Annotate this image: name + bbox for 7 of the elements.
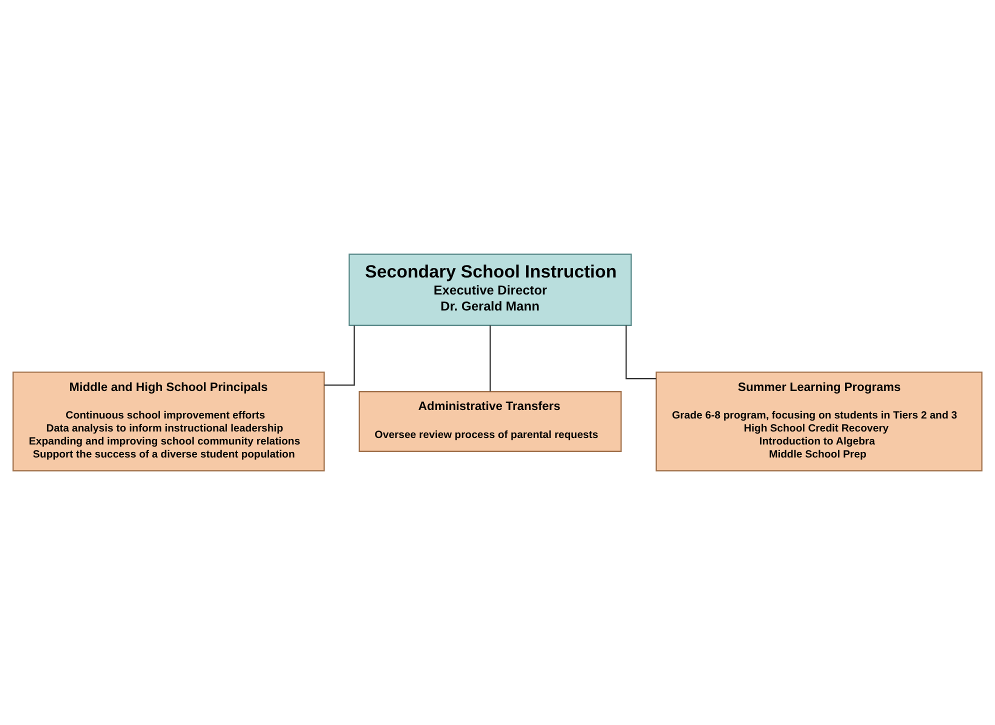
node-box: Summer Learning Programs Grade 6-8 program, focusing on students in Tiers 2 and 3 High School Credit Recovery Introduction to Algebra Middle School Prep: [656, 372, 982, 472]
node-box: Middle and High School Principals Continuous school improvement efforts Data analysis to inform instructional leadership Expanding and improving school community relations Support the success of a diverse student population: [12, 372, 325, 472]
connector: [490, 325, 491, 392]
connector: [626, 325, 656, 380]
node-box: Secondary School Instruction Executive Director Dr. Gerald Mann: [348, 254, 632, 326]
node-box: Administrative Transfers Oversee review process of parental requests: [358, 390, 622, 452]
connector: [324, 326, 355, 386]
